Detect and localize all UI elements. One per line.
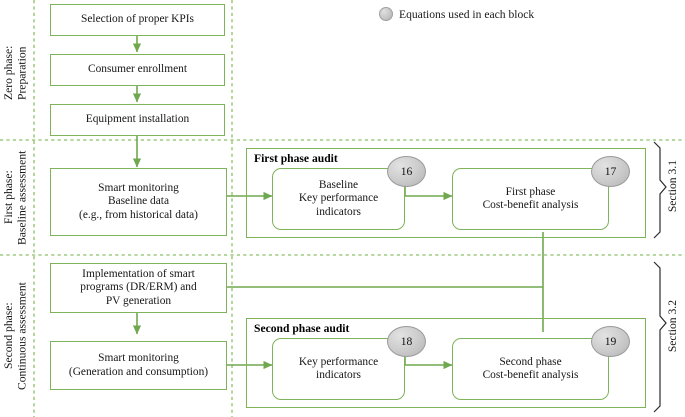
equation-bubble-18[interactable]: 18 xyxy=(387,326,426,357)
equation-bubble-18-label: 18 xyxy=(400,335,413,348)
node-implementation-programs-label: Implementation of smart programs (DR/ERM… xyxy=(80,268,197,307)
node-second-phase-kpi[interactable]: Key performance indicators xyxy=(272,338,405,400)
node-consumer-enrollment[interactable]: Consumer enrollment xyxy=(50,54,225,86)
group-first-phase-audit-title: First phase audit xyxy=(252,152,340,165)
section-label-31: Section 3.1 xyxy=(666,160,679,213)
node-second-phase-cba[interactable]: Second phase Cost-benefit analysis xyxy=(452,338,609,400)
equation-bubble-16[interactable]: 16 xyxy=(387,156,426,187)
node-second-phase-kpi-label: Key performance indicators xyxy=(298,355,379,381)
node-kpi-selection[interactable]: Selection of proper KPIs xyxy=(50,4,225,36)
node-consumer-enrollment-label: Consumer enrollment xyxy=(87,63,188,76)
legend-label: Equations used in each block xyxy=(399,7,535,21)
node-smart-monitoring-generation[interactable]: Smart monitoring (Generation and consump… xyxy=(50,341,227,390)
legend: Equations used in each block xyxy=(379,7,534,21)
section-label-32: Section 3.2 xyxy=(666,300,679,353)
node-smart-monitoring-baseline-label: Smart monitoring Baseline data (e.g., fr… xyxy=(79,182,198,221)
section-bracket-32 xyxy=(653,261,667,413)
node-implementation-programs[interactable]: Implementation of smart programs (DR/ERM… xyxy=(50,263,227,313)
phase-label-zero: Zero phase: Preparation xyxy=(2,45,29,101)
node-equipment-installation[interactable]: Equipment installation xyxy=(50,104,225,136)
group-second-phase-audit xyxy=(246,318,646,408)
equation-bubble-16-label: 16 xyxy=(400,165,413,178)
phase-label-first: First phase: Baseline assessment xyxy=(2,150,29,245)
phase-label-second: Second phase: Continuous assessment xyxy=(2,282,29,390)
equation-bubble-17-label: 17 xyxy=(604,165,617,178)
grey-ellipse-icon xyxy=(379,7,393,21)
section-bracket-31 xyxy=(653,141,667,239)
group-second-phase-audit-title: Second phase audit xyxy=(252,322,352,335)
group-first-phase-audit xyxy=(246,148,646,238)
node-baseline-kpi[interactable]: Baseline Key performance indicators xyxy=(272,168,405,230)
equation-bubble-17[interactable]: 17 xyxy=(591,156,630,187)
equation-bubble-19[interactable]: 19 xyxy=(591,326,630,357)
node-second-phase-cba-label: Second phase Cost-benefit analysis xyxy=(482,355,579,381)
node-kpi-selection-label: Selection of proper KPIs xyxy=(81,13,194,26)
node-smart-monitoring-baseline[interactable]: Smart monitoring Baseline data (e.g., fr… xyxy=(50,168,227,236)
equation-bubble-19-label: 19 xyxy=(604,335,617,348)
node-smart-monitoring-generation-label: Smart monitoring (Generation and consump… xyxy=(68,352,209,378)
node-equipment-installation-label: Equipment installation xyxy=(85,113,190,126)
node-first-phase-cba-label: First phase Cost-benefit analysis xyxy=(482,185,579,211)
node-baseline-kpi-label: Baseline Key performance indicators xyxy=(298,179,379,218)
node-first-phase-cba[interactable]: First phase Cost-benefit analysis xyxy=(452,168,609,230)
